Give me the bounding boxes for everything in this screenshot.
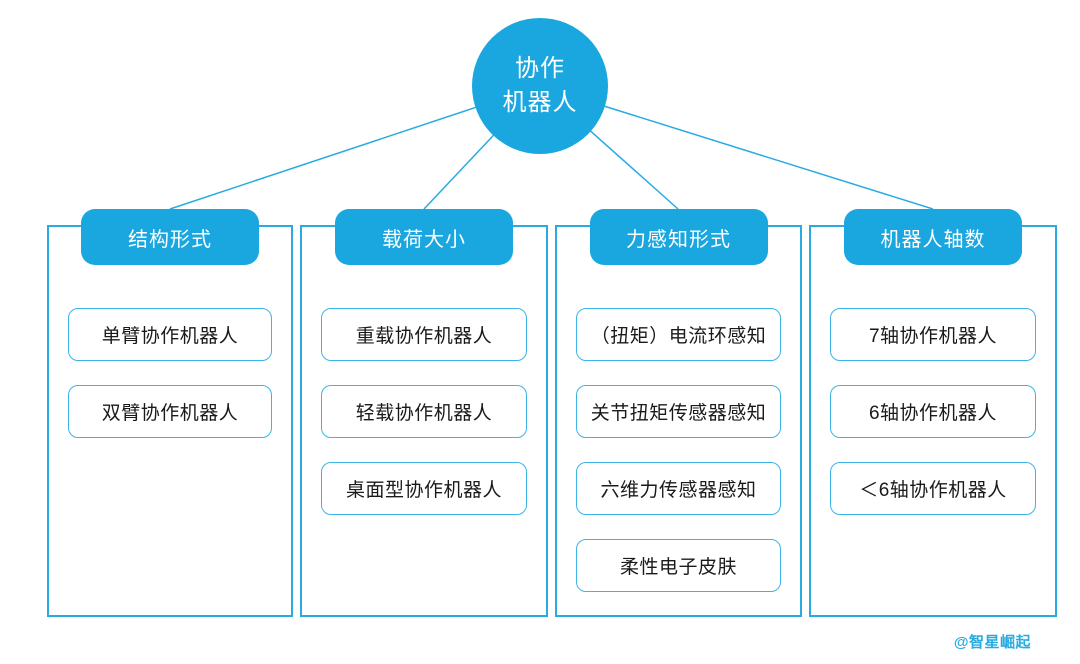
item-node: 关节扭矩传感器感知: [576, 385, 781, 438]
root-label-line1: 协作: [515, 55, 565, 82]
item-list: 7轴协作机器人 6轴协作机器人 ＜6轴协作机器人: [830, 308, 1036, 515]
item-node: 7轴协作机器人: [830, 308, 1036, 361]
item-list: 单臂协作机器人 双臂协作机器人: [68, 308, 272, 438]
item-node: 双臂协作机器人: [68, 385, 272, 438]
category-header-payload-size: 载荷大小: [335, 209, 513, 265]
item-list: （扭矩）电流环感知 关节扭矩传感器感知 六维力传感器感知 柔性电子皮肤: [576, 308, 781, 592]
watermark-credit: @智星崛起: [953, 634, 1031, 651]
root-label-line2: 机器人: [502, 89, 578, 116]
category-header-axis-count: 机器人轴数: [844, 209, 1022, 265]
category-group-force-sensing: 力感知形式 （扭矩）电流环感知 关节扭矩传感器感知 六维力传感器感知 柔性电子皮…: [555, 209, 802, 617]
item-node: 单臂协作机器人: [68, 308, 272, 361]
item-node: 六维力传感器感知: [576, 462, 781, 515]
category-header-force-sensing: 力感知形式: [589, 209, 768, 265]
item-node: 柔性电子皮肤: [576, 539, 781, 592]
item-node: 桌面型协作机器人: [321, 462, 527, 515]
item-node: 轻载协作机器人: [321, 385, 527, 438]
item-node: 重载协作机器人: [321, 308, 527, 361]
category-group-structure-form: 结构形式 单臂协作机器人 双臂协作机器人: [47, 209, 293, 617]
root-node: 协作 机器人: [472, 18, 608, 154]
item-node: ＜6轴协作机器人: [830, 462, 1036, 515]
category-header-structure-form: 结构形式: [81, 209, 259, 265]
category-group-payload-size: 载荷大小 重载协作机器人 轻载协作机器人 桌面型协作机器人: [300, 209, 548, 617]
item-node: （扭矩）电流环感知: [576, 308, 781, 361]
item-node: 6轴协作机器人: [830, 385, 1036, 438]
item-list: 重载协作机器人 轻载协作机器人 桌面型协作机器人: [321, 308, 527, 515]
category-group-axis-count: 机器人轴数 7轴协作机器人 6轴协作机器人 ＜6轴协作机器人: [809, 209, 1057, 617]
